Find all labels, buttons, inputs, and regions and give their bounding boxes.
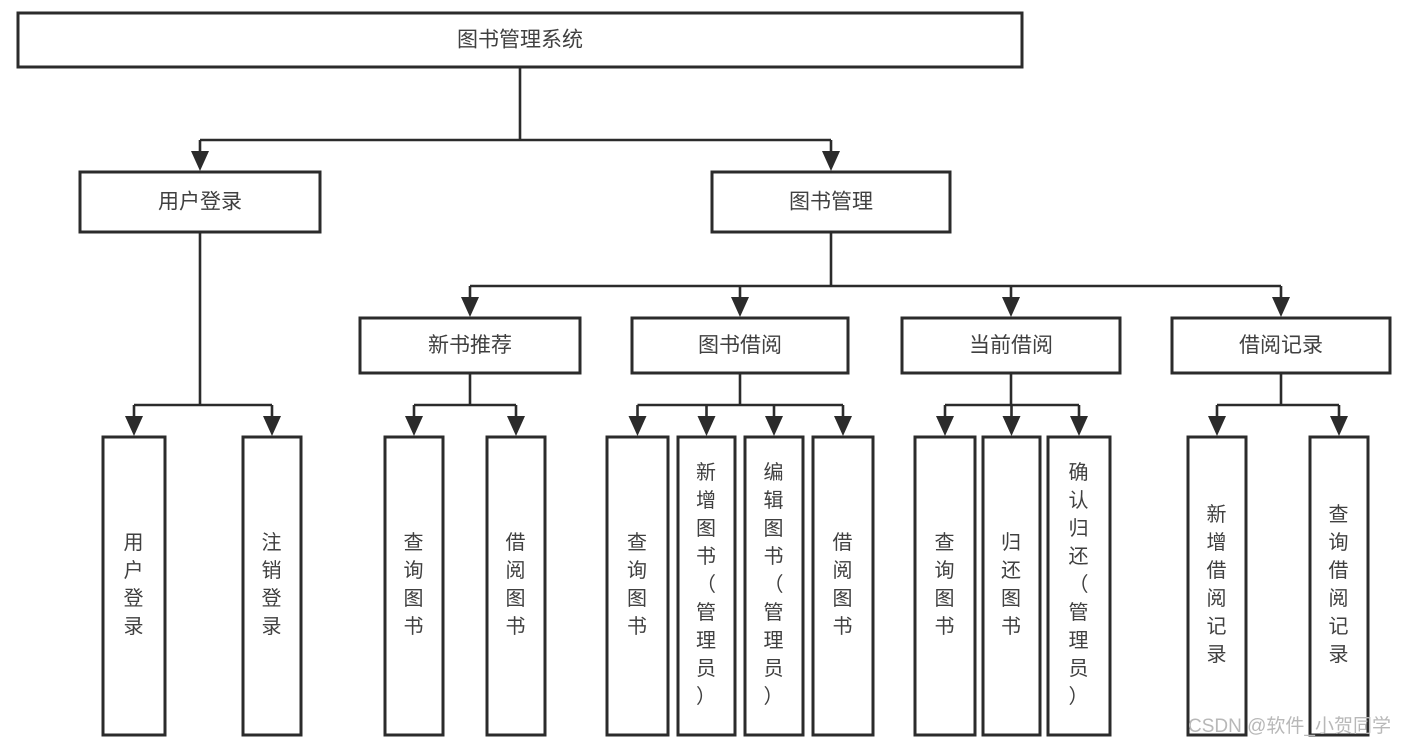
node-box-leaf-query-book-1[interactable] bbox=[383, 435, 445, 737]
arrow-head-icon bbox=[191, 151, 209, 171]
arrow-head-icon bbox=[1070, 416, 1088, 436]
node-leaf-user-logout[interactable]: 注销登录 bbox=[241, 435, 303, 737]
node-box-leaf-user-login[interactable] bbox=[101, 435, 167, 737]
node-layer: 图书管理系统用户登录图书管理新书推荐图书借阅当前借阅借阅记录用户登录注销登录查询… bbox=[16, 11, 1392, 737]
connector-group-book-manage bbox=[461, 232, 1290, 317]
arrow-head-icon bbox=[1208, 416, 1226, 436]
arrow-head-icon bbox=[125, 416, 143, 436]
connector-group-current-borrow bbox=[936, 373, 1088, 436]
arrow-head-icon bbox=[731, 297, 749, 317]
node-box-leaf-confirm-return[interactable] bbox=[1046, 435, 1112, 737]
node-box-leaf-user-logout[interactable] bbox=[241, 435, 303, 737]
arrow-head-icon bbox=[405, 416, 423, 436]
node-leaf-query-book-3[interactable]: 查询图书 bbox=[913, 435, 977, 737]
node-leaf-borrow-book-2[interactable]: 借阅图书 bbox=[811, 435, 875, 737]
node-label-leaf-confirm-return: 确认归还（管理员） bbox=[1069, 461, 1090, 708]
node-box-leaf-query-book-2[interactable] bbox=[605, 435, 670, 737]
node-label-current-borrow: 当前借阅 bbox=[969, 334, 1053, 357]
arrow-head-icon bbox=[507, 416, 525, 436]
node-label-leaf-borrow-book-1: 借阅图书 bbox=[506, 531, 527, 638]
node-box-borrow-record[interactable] bbox=[1170, 316, 1392, 375]
node-label-book-manage: 图书管理 bbox=[789, 191, 873, 214]
arrow-head-icon bbox=[822, 151, 840, 171]
connector-group-new-book-rec bbox=[405, 373, 525, 436]
node-label-leaf-user-login: 用户登录 bbox=[124, 532, 145, 638]
node-leaf-return-book[interactable]: 归还图书 bbox=[981, 435, 1042, 737]
node-box-leaf-borrow-book-2[interactable] bbox=[811, 435, 875, 737]
node-label-new-book-rec: 新书推荐 bbox=[428, 334, 512, 357]
node-label-root: 图书管理系统 bbox=[457, 29, 583, 52]
node-label-user-login: 用户登录 bbox=[158, 191, 242, 214]
node-box-current-borrow[interactable] bbox=[900, 316, 1122, 375]
arrow-head-icon bbox=[1272, 297, 1290, 317]
node-label-book-borrow: 图书借阅 bbox=[698, 334, 782, 357]
node-label-leaf-user-logout: 注销登录 bbox=[262, 531, 283, 638]
arrow-head-icon bbox=[1002, 297, 1020, 317]
node-borrow-record[interactable]: 借阅记录 bbox=[1170, 316, 1392, 375]
connector-group-borrow-record bbox=[1208, 373, 1348, 436]
node-book-manage[interactable]: 图书管理 bbox=[710, 170, 952, 234]
node-box-leaf-add-book[interactable] bbox=[676, 435, 737, 737]
node-leaf-query-record[interactable]: 查询借阅记录 bbox=[1308, 435, 1370, 737]
arrow-head-icon bbox=[936, 416, 954, 436]
node-leaf-borrow-book-1[interactable]: 借阅图书 bbox=[485, 435, 547, 737]
node-user-login[interactable]: 用户登录 bbox=[78, 170, 322, 234]
node-box-book-manage[interactable] bbox=[710, 170, 952, 234]
node-label-leaf-query-book-3: 查询图书 bbox=[935, 531, 956, 638]
node-leaf-confirm-return[interactable]: 确认归还（管理员） bbox=[1046, 435, 1112, 737]
node-label-borrow-record: 借阅记录 bbox=[1239, 334, 1323, 357]
arrow-head-icon bbox=[461, 297, 479, 317]
node-box-book-borrow[interactable] bbox=[630, 316, 850, 375]
arrow-head-icon bbox=[765, 416, 783, 436]
node-label-leaf-edit-book: 编辑图书（管理员） bbox=[764, 461, 785, 708]
node-leaf-add-record[interactable]: 新增借阅记录 bbox=[1186, 435, 1248, 737]
node-box-new-book-rec[interactable] bbox=[358, 316, 582, 375]
node-box-leaf-query-book-3[interactable] bbox=[913, 435, 977, 737]
csdn-watermark: CSDN @软件_小贺同学 bbox=[1188, 715, 1391, 737]
node-box-leaf-edit-book[interactable] bbox=[743, 435, 805, 737]
node-leaf-query-book-2[interactable]: 查询图书 bbox=[605, 435, 670, 737]
node-leaf-query-book-1[interactable]: 查询图书 bbox=[383, 435, 445, 737]
arrow-head-icon bbox=[834, 416, 852, 436]
node-label-leaf-return-book: 归还图书 bbox=[1001, 531, 1022, 638]
connector-group-book-borrow bbox=[628, 373, 852, 436]
node-box-leaf-borrow-book-1[interactable] bbox=[485, 435, 547, 737]
node-box-leaf-query-record[interactable] bbox=[1308, 435, 1370, 737]
node-leaf-edit-book[interactable]: 编辑图书（管理员） bbox=[743, 435, 805, 737]
node-root[interactable]: 图书管理系统 bbox=[16, 11, 1024, 69]
arrow-head-icon bbox=[263, 416, 281, 436]
node-label-leaf-query-record: 查询借阅记录 bbox=[1329, 503, 1350, 666]
node-label-leaf-query-book-2: 查询图书 bbox=[627, 531, 648, 638]
arrow-head-icon bbox=[697, 416, 716, 436]
node-box-leaf-return-book[interactable] bbox=[981, 435, 1042, 737]
connector-group-user-login bbox=[125, 232, 281, 436]
node-book-borrow[interactable]: 图书借阅 bbox=[630, 316, 850, 375]
node-leaf-user-login[interactable]: 用户登录 bbox=[101, 435, 167, 737]
node-label-leaf-add-book: 新增图书（管理员） bbox=[696, 461, 717, 708]
connector-layer bbox=[125, 67, 1348, 436]
node-box-user-login[interactable] bbox=[78, 170, 322, 234]
node-label-leaf-add-record: 新增借阅记录 bbox=[1207, 503, 1228, 666]
connector-group-root bbox=[191, 67, 840, 171]
node-box-root[interactable] bbox=[16, 11, 1024, 69]
node-label-leaf-borrow-book-2: 借阅图书 bbox=[833, 531, 854, 638]
arrow-head-icon bbox=[1002, 416, 1021, 436]
arrow-head-icon bbox=[628, 416, 647, 436]
node-new-book-rec[interactable]: 新书推荐 bbox=[358, 316, 582, 375]
node-label-leaf-query-book-1: 查询图书 bbox=[404, 531, 425, 638]
node-box-leaf-add-record[interactable] bbox=[1186, 435, 1248, 737]
node-leaf-add-book[interactable]: 新增图书（管理员） bbox=[676, 435, 737, 737]
arrow-head-icon bbox=[1330, 416, 1348, 436]
node-current-borrow[interactable]: 当前借阅 bbox=[900, 316, 1122, 375]
